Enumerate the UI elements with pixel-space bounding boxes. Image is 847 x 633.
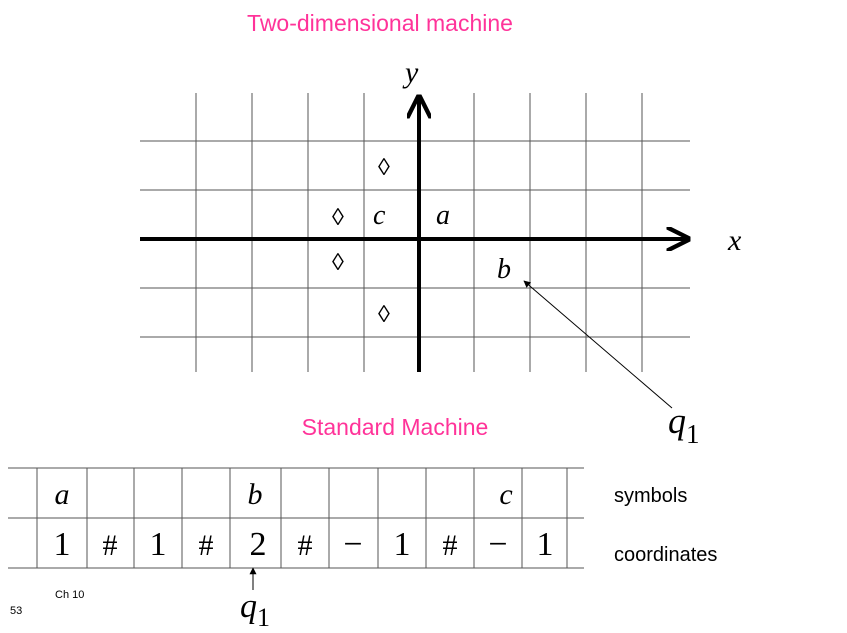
tape-coordinate-cell: 1	[54, 526, 71, 563]
y-axis-label: y	[402, 56, 419, 89]
grid-lines	[140, 93, 690, 372]
head-label-subscript: 1	[686, 419, 700, 449]
tape-symbol-cell: b	[248, 478, 263, 511]
tape-head-q: q	[240, 588, 257, 625]
tape-coordinate-cell: −	[343, 526, 362, 563]
chapter-label: Ch 10	[55, 589, 84, 601]
tape-coordinate-cell: 1	[537, 526, 554, 563]
tape-head-label: q1	[240, 588, 270, 632]
tape-coordinate-cell: #	[103, 529, 118, 562]
cell-symbol-b: b	[497, 254, 511, 285]
row-label-coordinates: coordinates	[614, 544, 717, 566]
x-axis-label: x	[727, 224, 742, 257]
row-label-symbols: symbols	[614, 485, 687, 507]
tape-coordinate-cell: −	[488, 526, 507, 563]
diagram-title: Two-dimensional machine	[247, 10, 513, 36]
cell-diamond: ◊	[378, 155, 390, 181]
head-pointer-arrow	[523, 280, 673, 409]
tape-symbol-cell: c	[499, 478, 512, 511]
standard-machine-title: Standard Machine	[301, 414, 489, 440]
cell-symbol-c: c	[373, 200, 386, 231]
head-label-q: q	[668, 401, 686, 441]
tape-coordinate-cell: #	[199, 529, 214, 562]
tape-head-subscript: 1	[257, 603, 270, 632]
tape-coordinate-cell: #	[443, 529, 458, 562]
tape-coordinate-cell: 1	[394, 526, 411, 563]
tape	[8, 467, 584, 569]
cell-diamond: ◊	[332, 205, 344, 231]
cell-diamond: ◊	[378, 302, 390, 328]
tape-symbol-cell: a	[55, 478, 70, 511]
tape-coordinate-cell: 1	[150, 526, 167, 563]
tape-coordinate-cell: 2	[250, 526, 267, 563]
head-label-2d: q1	[668, 401, 700, 449]
tape-coordinate-cell: #	[298, 529, 313, 562]
slide-number: 53	[10, 605, 22, 617]
cell-symbol-a: a	[436, 200, 450, 231]
cell-diamond: ◊	[332, 250, 344, 276]
